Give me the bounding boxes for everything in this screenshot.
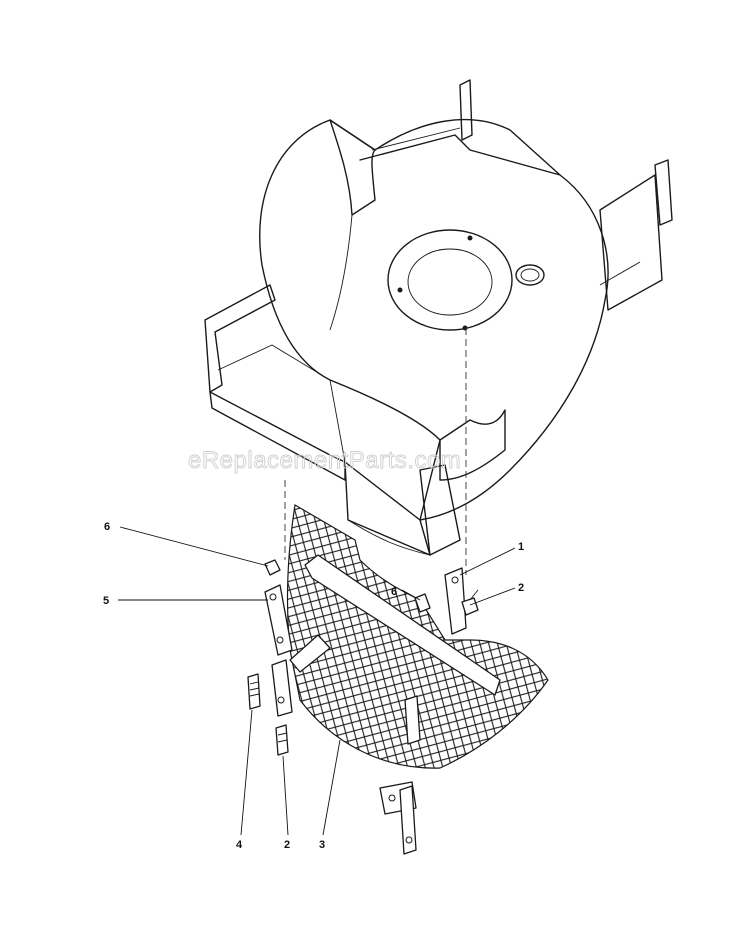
bracket-lower-left xyxy=(271,659,293,717)
callout-3: 3 xyxy=(319,839,325,851)
bracket-right-1 xyxy=(444,567,467,635)
bracket-left-5 xyxy=(264,584,293,656)
callout-1: 1 xyxy=(518,541,524,553)
bracket-bottom xyxy=(379,695,421,855)
bolt-4 xyxy=(247,673,261,710)
mower-deck-housing xyxy=(204,79,673,575)
callout-5: 5 xyxy=(103,595,109,607)
callout-6-right: 6 xyxy=(391,586,397,598)
callout-6-left: 6 xyxy=(104,521,110,533)
hinge-rod xyxy=(289,554,501,696)
callout-2-right: 2 xyxy=(518,582,524,594)
nut-6-left xyxy=(264,559,281,576)
callout-4: 4 xyxy=(236,839,243,851)
bolt-2-right xyxy=(461,589,479,616)
leader-lines xyxy=(118,526,516,836)
bolt-2-bottom xyxy=(275,724,289,756)
nut-6-right xyxy=(414,593,431,613)
callout-2-bottom: 2 xyxy=(284,839,290,851)
watermark-text: eReplacementParts.com xyxy=(188,447,461,474)
